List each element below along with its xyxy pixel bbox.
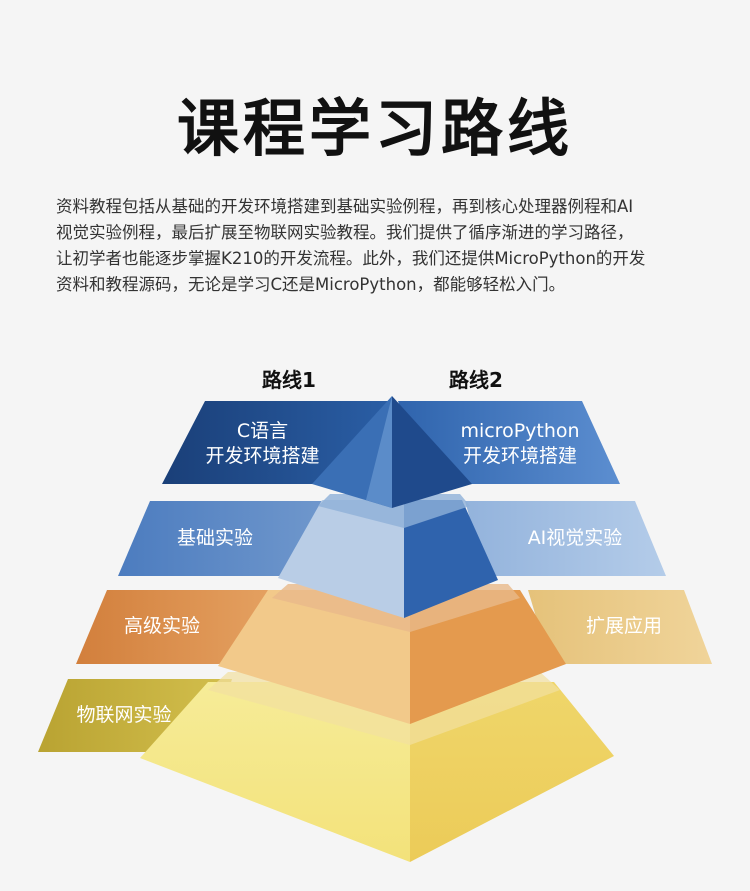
route-2-label: 路线2 [449,368,503,392]
intro-paragraph: 资料教程包括从基础的开发环境搭建到基础实验例程，再到核心处理器例程和AI 视觉实… [56,194,706,298]
level3-left-banner [76,590,268,664]
intro-line: 资料教程包括从基础的开发环境搭建到基础实验例程，再到核心处理器例程和AI [56,197,634,216]
intro-line: 让初学者也能逐步掌握K210的开发流程。此外，我们还提供MicroPython的… [56,249,646,268]
level3-right-banner [528,590,712,664]
pyramid-tier1-highlight [366,396,392,508]
level2-left-label: 基础实验 [176,527,253,549]
pyramid-tier4-left [140,682,410,862]
level2-left-banner [118,501,322,576]
level2-right-banner [465,501,666,576]
page-title: 课程学习路线 [176,92,573,165]
pyramid-tier4-right [410,682,614,862]
level4-left-label: 物联网实验 [76,704,172,726]
level1-left-line2: 开发环境搭建 [205,445,320,467]
route-1-label: 路线1 [262,368,316,392]
level3-left-label: 高级实验 [123,615,200,637]
level1-right-line2: 开发环境搭建 [462,445,577,467]
pyramid-tier2-left [278,500,404,618]
level3-right-label: 扩展应用 [585,615,662,637]
pyramid-tier2-right [404,500,498,618]
intro-line: 视觉实验例程，最后扩展至物联网实验教程。我们提供了循序渐进的学习路径， [56,223,634,242]
pyramid-tier1-right [392,396,472,508]
level1-right-line1: microPython [460,420,580,442]
pyramid-tier2-top [318,494,470,528]
pyramid-tier3-left [218,590,410,724]
level1-left-line1: C语言 [236,420,289,442]
pyramid-tier3-right [410,590,566,724]
level2-right-label: AI视觉实验 [527,527,623,549]
level1-right-label: microPython 开发环境搭建 [425,419,615,469]
intro-line: 资料和教程源码，无论是学习C还是MicroPython，都能够轻松入门。 [56,275,566,294]
level1-right-banner [398,401,620,484]
level1-left-label: C语言 开发环境搭建 [170,419,355,469]
